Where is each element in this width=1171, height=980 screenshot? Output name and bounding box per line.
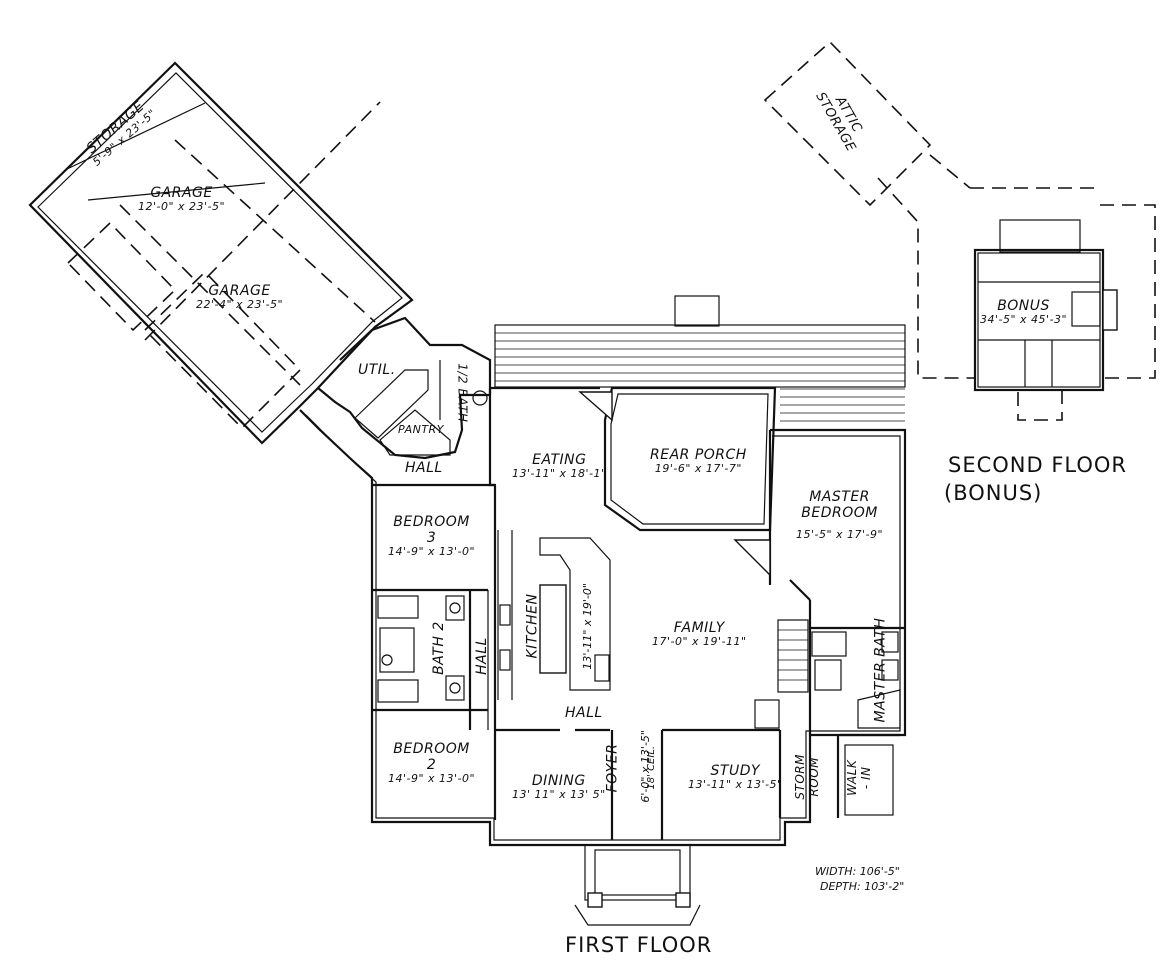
hall-top-label: HALL	[405, 460, 443, 476]
bedroom3-label: BEDROOM 3 14'-9" x 13'-0"	[388, 514, 476, 559]
bonus-caption: (BONUS)	[944, 481, 1043, 505]
study-label: STUDY 13'-11" x 13'-5"	[688, 763, 783, 792]
storm-room-label: STORM ROOM	[793, 754, 821, 800]
main-house	[299, 295, 907, 926]
eating-label: EATING 13'-11" x 18'-1"	[512, 452, 607, 481]
foyer-label: FOYER	[604, 743, 621, 793]
bath2-label: BATH 2	[430, 621, 447, 675]
util-label: UTIL.	[358, 362, 396, 378]
bonus-label: BONUS 34'-5" x 45'-3"	[980, 298, 1068, 327]
dining-label: DINING 13' 11" x 13' 5"	[512, 773, 606, 802]
garage1-label: GARAGE 12'-0" x 23'-5"	[138, 185, 226, 214]
second-floor-caption: SECOND FLOOR	[948, 453, 1128, 477]
walk-in-label: WALK - IN	[845, 759, 874, 796]
family-label: FAMILY 17'-0" x 19'-11"	[652, 620, 747, 649]
kitchen-label: KITCHEN	[524, 593, 541, 659]
bedroom2-label: BEDROOM 2 14'-9" x 13'-0"	[388, 741, 476, 786]
garage-wing	[28, 61, 414, 445]
second-floor-inset	[763, 40, 1156, 421]
hall-bottom-label: HALL	[565, 705, 603, 721]
depth-caption: DEPTH: 103'-2"	[820, 880, 905, 893]
foyer-ceiling-label: 18' CEIL.	[646, 745, 658, 790]
deck-boards	[495, 332, 905, 422]
width-caption: WIDTH: 106'-5"	[815, 865, 900, 878]
half-bath-label: 1/2 BATH	[455, 363, 470, 423]
master-bedroom-label: MASTER BEDROOM 15'-5" x 17'-9"	[796, 489, 884, 542]
rear-porch-label: REAR PORCH 19'-6" x 17'-7"	[650, 447, 747, 476]
pantry-label: PANTRY	[398, 423, 444, 436]
master-bath-label: MASTER BATH	[872, 617, 889, 723]
kitchen-dim-label: 13'-11" x 19'-0"	[580, 583, 594, 670]
hall-side-label: HALL	[473, 637, 490, 675]
first-floor-caption: FIRST FLOOR	[565, 933, 713, 957]
garage2-label: GARAGE 22'-4" x 23'-5"	[196, 283, 284, 312]
